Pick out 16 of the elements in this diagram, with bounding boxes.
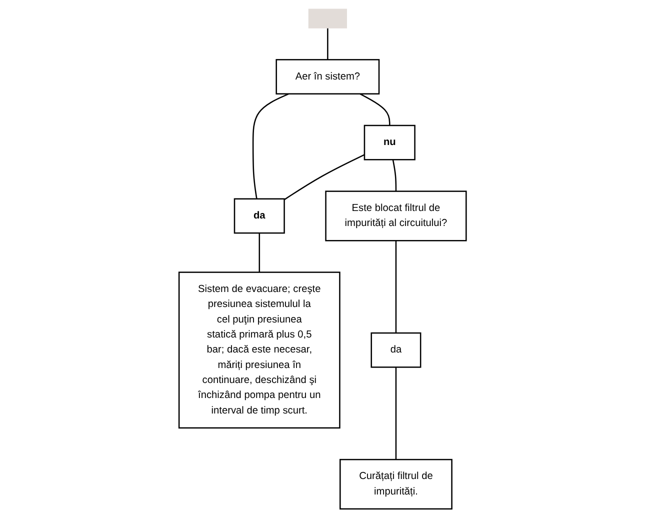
node-box: da <box>234 198 286 234</box>
connector <box>327 28 329 60</box>
node-box: nu <box>364 124 416 160</box>
connector <box>252 92 290 198</box>
connector <box>396 240 397 333</box>
connector <box>360 92 391 125</box>
node-bar <box>308 8 348 28</box>
connector <box>284 154 366 200</box>
connector <box>392 159 397 191</box>
node-box: Este blocat filtrul de impurități al circuitului? <box>326 190 468 241</box>
node-box: Sistem de evacuare; creşte presiunea sistemulul la cel puţin presiunea statică primară plus 0,5 bar; dacă este necesar, măriți presiunea în continuare, deschizând şi închizând pompa pentru un interval de timp scurt. <box>178 271 341 428</box>
node-box: Aer în sistem? <box>276 58 380 94</box>
node-box: da <box>371 332 422 368</box>
connector <box>259 232 260 272</box>
connector <box>396 366 397 460</box>
node-box: Curățați filtrul de impurități. <box>340 458 453 510</box>
